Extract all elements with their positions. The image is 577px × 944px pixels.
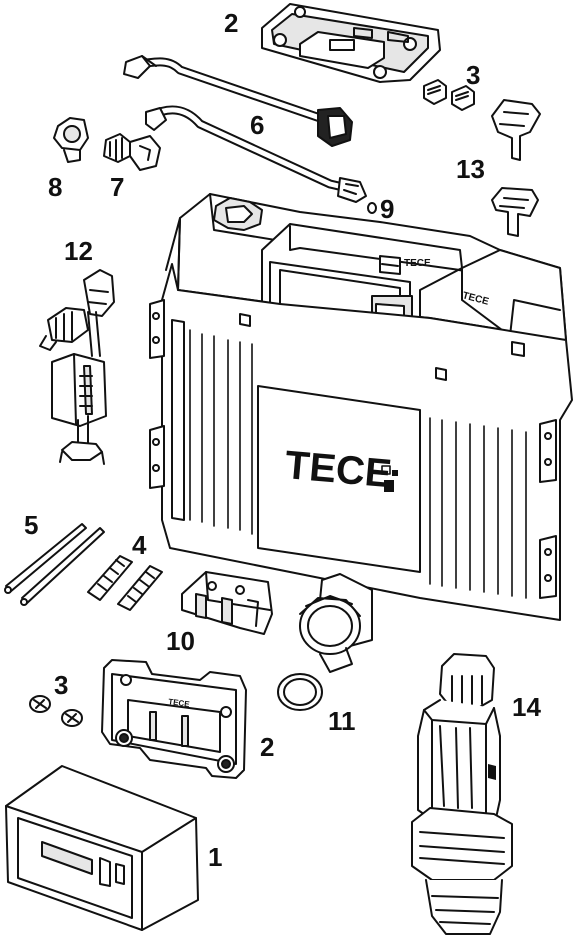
part-3-bottom-knobs — [30, 696, 82, 726]
callout-1: 1 — [208, 842, 223, 872]
brand-logo-plate: TECE — [168, 697, 191, 709]
part-2-bottom-wall-plate — [102, 660, 246, 778]
callout-10: 10 — [166, 626, 195, 656]
part-7-valve — [104, 134, 160, 170]
callout-5: 5 — [24, 510, 39, 540]
callout-3-top: 3 — [466, 60, 481, 90]
part-12-fill-valve — [40, 270, 114, 464]
part-4-dowels — [88, 556, 162, 610]
callout-2-top: 2 — [224, 8, 239, 38]
part-5-rods — [5, 524, 104, 605]
callout-8: 8 — [48, 172, 63, 202]
cistern-body — [150, 194, 572, 646]
callout-14: 14 — [512, 692, 541, 722]
callout-7: 7 — [110, 172, 125, 202]
part-10-bracket — [182, 572, 272, 634]
brand-logo-small-lid: TECE — [404, 258, 431, 269]
callout-12: 12 — [64, 236, 93, 266]
part-8-nut — [54, 118, 88, 162]
part-13-clips — [492, 100, 540, 236]
callout-9: 9 — [380, 194, 395, 224]
callout-6: 6 — [250, 110, 265, 140]
part-6-hoses — [124, 56, 366, 202]
callout-2-bottom: 2 — [260, 732, 275, 762]
part-9-seal — [368, 203, 376, 213]
part-14-flush-valve — [412, 654, 512, 934]
callout-13: 13 — [456, 154, 485, 184]
callout-4: 4 — [132, 530, 147, 560]
callout-3-bottom: 3 — [54, 670, 69, 700]
brand-logo-text: TECE — [283, 443, 393, 496]
callout-11: 11 — [328, 706, 356, 736]
part-3-top-clips — [424, 80, 474, 110]
part-1-protective-box — [6, 766, 198, 930]
part-2-top-mounting-plate — [262, 4, 440, 82]
part-11-outlet-connector — [278, 596, 360, 710]
